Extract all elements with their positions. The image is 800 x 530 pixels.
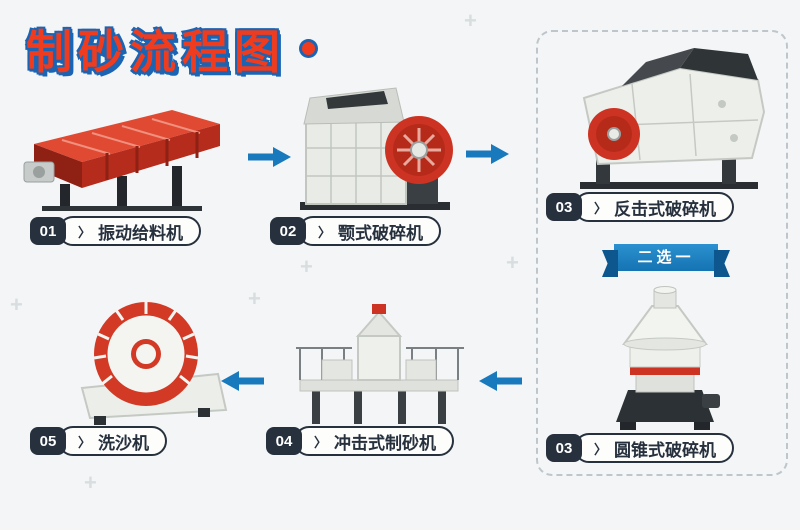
step-label-jaw-crusher: 02 〉 颚式破碎机 bbox=[270, 216, 442, 246]
step-label-vibrating-feeder: 01 〉 振动给料机 bbox=[30, 216, 202, 246]
option-group-box bbox=[536, 30, 788, 476]
step-name: 颚式破碎机 bbox=[338, 223, 424, 243]
flow-arrow-right-icon bbox=[246, 146, 292, 168]
step-label-impact-crusher: 03 〉 反击式破碎机 bbox=[546, 192, 735, 222]
chevron-right-icon: 〉 bbox=[78, 434, 92, 450]
step-name: 反击式破碎机 bbox=[614, 199, 717, 219]
step-number: 03 bbox=[546, 193, 582, 221]
step-label-cone-crusher: 03 〉 圆锥式破碎机 bbox=[546, 433, 735, 463]
impact-sand-maker-illustration bbox=[282, 302, 477, 430]
plus-decoration: + bbox=[248, 286, 261, 311]
step-name: 圆锥式破碎机 bbox=[614, 440, 717, 460]
plus-decoration: + bbox=[300, 254, 313, 279]
sand-washer-illustration bbox=[68, 296, 236, 428]
page-title: 制砂流程图 bbox=[26, 26, 286, 78]
step-number: 01 bbox=[30, 217, 66, 245]
chevron-right-icon: 〉 bbox=[314, 434, 328, 450]
step-label-impact-sand-maker: 04 〉 冲击式制砂机 bbox=[266, 426, 455, 456]
choose-one-ribbon: 二选一 bbox=[614, 244, 718, 271]
step-pill: 〉 圆锥式破碎机 bbox=[574, 433, 735, 463]
step-pill: 〉 洗沙机 bbox=[58, 426, 168, 456]
step-name: 冲击式制砂机 bbox=[334, 433, 437, 453]
flow-arrow-left-icon bbox=[478, 370, 524, 392]
chevron-right-icon: 〉 bbox=[318, 224, 332, 240]
step-pill: 〉 冲击式制砂机 bbox=[294, 426, 455, 456]
step-pill: 〉 反击式破碎机 bbox=[574, 192, 735, 222]
step-pill: 〉 振动给料机 bbox=[58, 216, 202, 246]
title-dot bbox=[302, 42, 315, 55]
step-name: 振动给料机 bbox=[98, 223, 184, 243]
vibrating-feeder-illustration bbox=[22, 96, 237, 214]
step-label-sand-washer: 05 〉 洗沙机 bbox=[30, 426, 168, 456]
chevron-right-icon: 〉 bbox=[594, 441, 608, 457]
impact-crusher-illustration bbox=[562, 46, 774, 194]
plus-decoration: + bbox=[506, 250, 519, 275]
chevron-right-icon: 〉 bbox=[78, 224, 92, 240]
plus-decoration: + bbox=[84, 470, 97, 495]
step-name: 洗沙机 bbox=[98, 433, 150, 453]
jaw-crusher-illustration bbox=[292, 78, 457, 216]
step-number: 05 bbox=[30, 427, 66, 455]
plus-decoration: + bbox=[464, 8, 477, 33]
flow-arrow-right-icon bbox=[464, 143, 510, 165]
step-number: 02 bbox=[270, 217, 306, 245]
flow-arrow-left-icon bbox=[220, 370, 266, 392]
chevron-right-icon: 〉 bbox=[594, 200, 608, 216]
plus-decoration: + bbox=[10, 292, 23, 317]
cone-crusher-illustration bbox=[606, 282, 724, 434]
step-number: 03 bbox=[546, 434, 582, 462]
step-pill: 〉 颚式破碎机 bbox=[298, 216, 442, 246]
step-number: 04 bbox=[266, 427, 302, 455]
